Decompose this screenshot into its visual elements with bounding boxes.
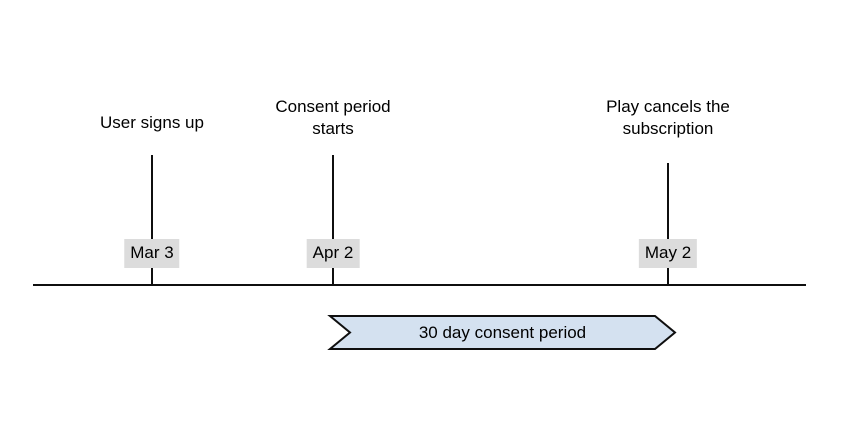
event-date-badge-play-cancels: May 2	[638, 239, 698, 268]
event-title-play-cancels: Play cancels the subscription	[606, 97, 730, 138]
event-tick-signup	[151, 155, 153, 284]
event-date-badge-consent-start: Apr 2	[306, 239, 360, 268]
event-date-badge-signup: Mar 3	[124, 239, 180, 268]
event-title-signup: User signs up	[100, 113, 204, 132]
event-tick-consent-start	[332, 155, 334, 284]
timeline-axis	[33, 284, 806, 286]
event-tick-play-cancels	[667, 163, 669, 284]
consent-period-banner-shape	[327, 315, 677, 350]
event-title-consent-start: Consent period starts	[275, 97, 391, 138]
consent-period-banner: 30 day consent period	[327, 315, 677, 350]
